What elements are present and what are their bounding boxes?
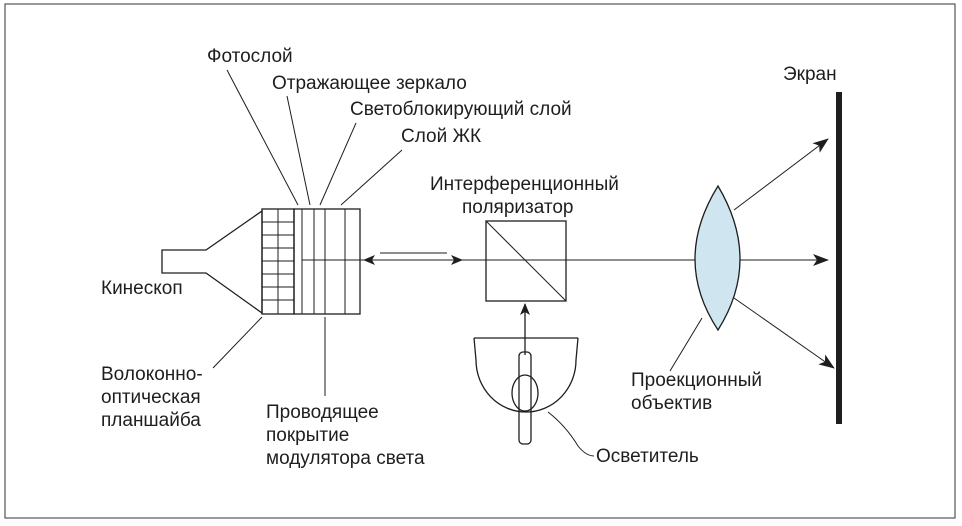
label-mirror: Отражающее зеркало (272, 73, 467, 94)
light-valve-layers (293, 208, 361, 315)
leader-fiber (212, 316, 263, 369)
label-screen: Экран (783, 64, 837, 85)
ray-upper (733, 138, 829, 211)
leader-lens (669, 317, 703, 372)
figure-border (4, 3, 956, 519)
label-lc-layer: Слой ЖК (401, 126, 481, 147)
leader-blocking (319, 122, 357, 206)
label-coating-line2: покрытие (266, 425, 349, 446)
label-coating-line1: Проводящее (266, 402, 379, 423)
leader-mirror (286, 95, 311, 206)
interference-polarizer (485, 220, 567, 302)
label-fiber-line2: оптическая (101, 387, 201, 408)
label-coating-line3: модулятора света (266, 448, 425, 469)
label-fiber-line1: Волоконно- (101, 364, 203, 385)
label-blocking-layer: Светоблокирующий слой (350, 99, 572, 120)
ray-lower (733, 297, 835, 369)
projection-lens (694, 184, 741, 332)
label-fiber-line3: планшайба (101, 410, 201, 431)
leader-illuminator (547, 411, 595, 457)
label-polarizer-line2: поляризатор (462, 197, 573, 218)
label-lens-line2: объектив (631, 393, 712, 414)
screen (836, 92, 842, 424)
label-kinescope: Кинескоп (101, 278, 183, 299)
label-illuminator: Осветитель (596, 446, 699, 467)
leader-photolayer (226, 69, 299, 206)
label-lens-line1: Проекционный (631, 370, 762, 391)
illuminator (473, 337, 579, 445)
label-photolayer: Фотослой (207, 46, 293, 67)
leader-lc (340, 149, 403, 206)
fiber-optic-plate (261, 208, 295, 315)
label-polarizer-line1: Интерференционный (430, 174, 619, 195)
